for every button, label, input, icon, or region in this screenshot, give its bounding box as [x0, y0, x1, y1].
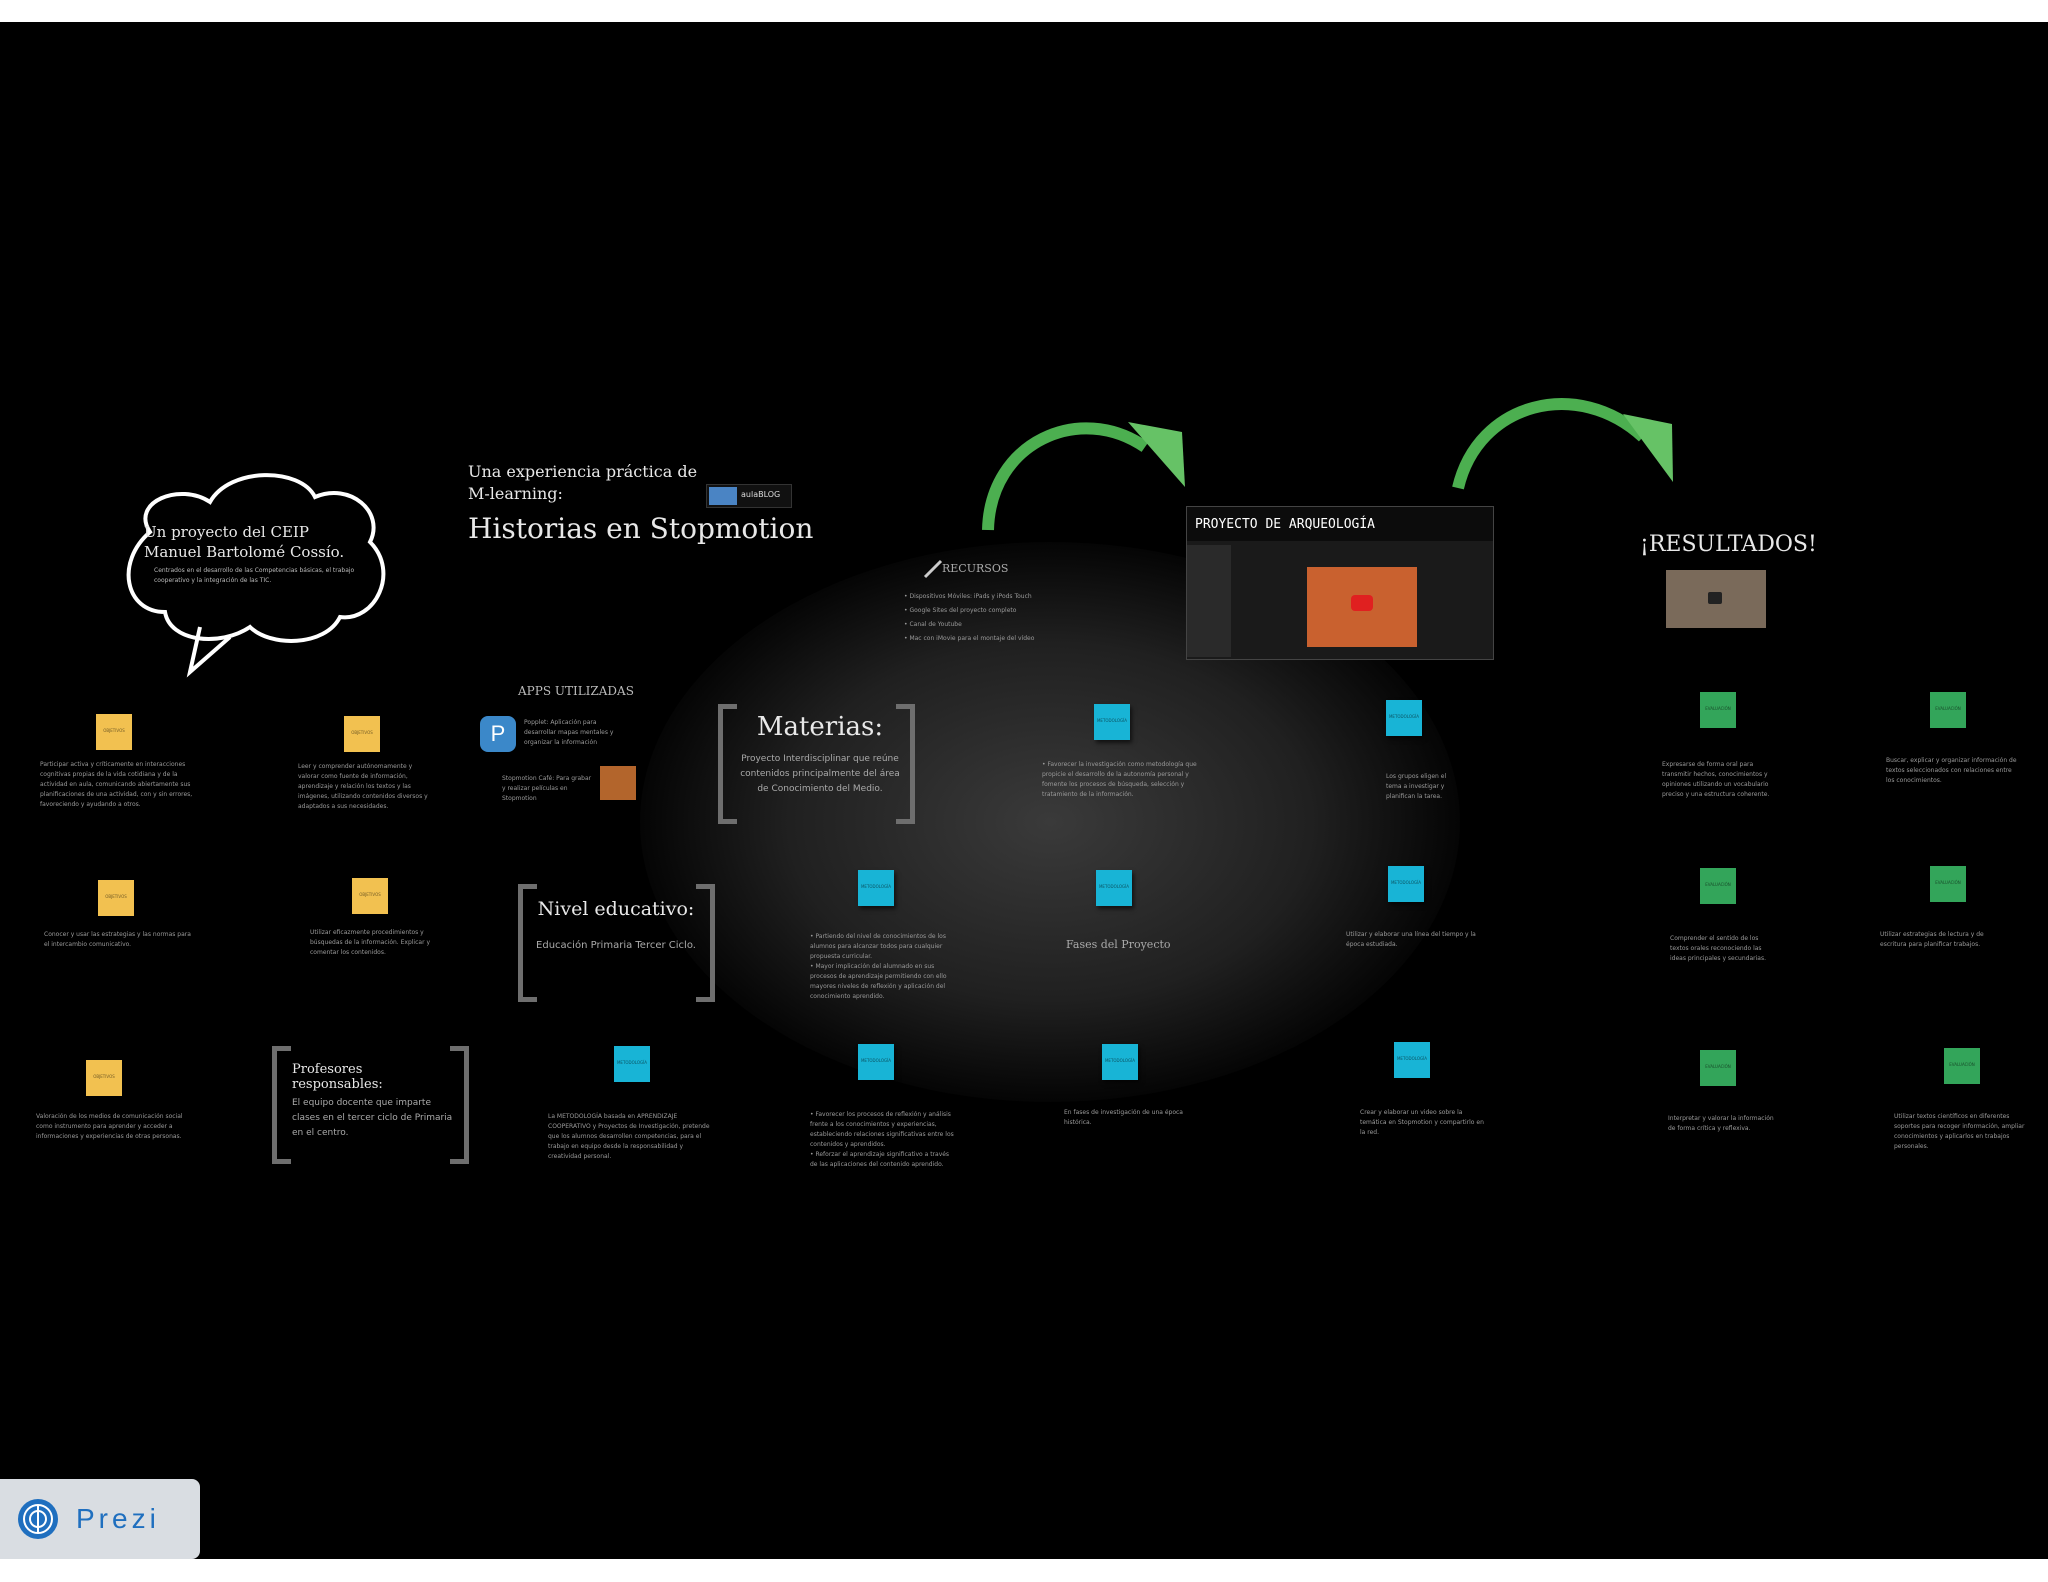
sticky-note-objetivo[interactable]: OBJETIVOS [352, 878, 388, 914]
sticky-note-metodologia[interactable]: METODOLOGÍA [1094, 704, 1130, 740]
text-block: La METODOLOGÍA basada en APRENDIZAJE COO… [548, 1113, 710, 1160]
sticky-note-objetivo[interactable]: OBJETIVOS [98, 880, 134, 916]
recursos-item-3: • Canal de Youtube [904, 621, 962, 628]
materias-body: Proyecto Interdisciplinar que reúne cont… [740, 754, 900, 794]
text-block: • Favorecer la investigación como metodo… [1042, 761, 1197, 798]
text-block: Crear y elaborar un video sobre la temát… [1360, 1109, 1484, 1136]
website-screenshot[interactable]: PROYECTO DE ARQUEOLOGÍA [1186, 506, 1494, 660]
blog-logo[interactable]: aulaBLOG [706, 484, 792, 508]
sticky-note-metodologia[interactable]: METODOLOGÍA [1386, 700, 1422, 736]
resultados-title: ¡RESULTADOS! [1640, 532, 1817, 557]
sticky-note-metodologia[interactable]: METODOLOGÍA [858, 870, 894, 906]
recursos-item-2: • Google Sites del proyecto completo [904, 607, 1017, 614]
sticky-note-metodologia[interactable]: METODOLOGÍA [1394, 1042, 1430, 1078]
prezi-canvas[interactable]: Un proyecto del CEIP Manuel Bartolomé Co… [0, 22, 2048, 1559]
text-block: Participar activa y críticamente en inte… [40, 761, 193, 808]
recursos-title: RECURSOS [942, 562, 1009, 575]
fases-label: Fases del Proyecto [1066, 938, 1171, 951]
text-block: Comprender el sentido de los textos oral… [1670, 935, 1766, 962]
sticky-note-evaluacion[interactable]: EVALUACIÓN [1700, 1050, 1736, 1086]
text-block: En fases de investigación de una época h… [1064, 1109, 1183, 1126]
apps-title: APPS UTILIZADAS [518, 684, 634, 698]
prezi-logo-text: Prezi [76, 1503, 160, 1534]
app1-description: Popplet: Aplicación para desarrollar map… [524, 719, 614, 746]
prezi-logo-icon [18, 1499, 58, 1539]
nivel-title: Nivel educativo: [537, 898, 695, 920]
cloud-subtitle: Centrados en el desarrollo de las Compet… [154, 567, 355, 584]
text-block: Valoración de los medios de comunicación… [36, 1113, 183, 1140]
bracket-left [272, 1046, 291, 1164]
nivel-body: Educación Primaria Tercer Ciclo. [536, 940, 696, 951]
text-block: Utilizar eficazmente procedimientos y bú… [310, 929, 430, 956]
cloud-title: Un proyecto del CEIP Manuel Bartolomé Co… [144, 523, 345, 561]
sticky-note-evaluacion[interactable]: EVALUACIÓN [1930, 866, 1966, 902]
arrow-right-1 [982, 422, 1185, 531]
bracket-right [696, 884, 715, 1002]
intro-line-1: Una experiencia práctica de [468, 462, 698, 481]
website-sidebar [1187, 545, 1231, 657]
bracket-left [518, 884, 537, 1002]
prezi-logo-badge[interactable]: Prezi [0, 1479, 200, 1559]
pencil-icon [923, 559, 943, 579]
sticky-note-metodologia[interactable]: METODOLOGÍA [614, 1046, 650, 1082]
sticky-note-metodologia[interactable]: METODOLOGÍA [1388, 866, 1424, 902]
sticky-note-objetivo[interactable]: OBJETIVOS [96, 714, 132, 750]
materias-title: Materias: [756, 712, 884, 742]
video-thumbnail[interactable] [1307, 567, 1417, 647]
profesores-body: El equipo docente que imparte clases en … [292, 1098, 453, 1138]
text-block: Utilizar y elaborar una línea del tiempo… [1346, 931, 1476, 948]
sticky-note-evaluacion[interactable]: EVALUACIÓN [1944, 1048, 1980, 1084]
text-block: • Partiendo del nivel de conocimientos d… [810, 933, 947, 1000]
sticky-note-objetivo[interactable]: OBJETIVOS [86, 1060, 122, 1096]
sticky-note-objetivo[interactable]: OBJETIVOS [344, 716, 380, 752]
thought-cloud [126, 473, 386, 678]
sticky-note-evaluacion[interactable]: EVALUACIÓN [1700, 692, 1736, 728]
sticky-note-metodologia[interactable]: METODOLOGÍA [1096, 870, 1132, 906]
intro-line-2: M-learning: [468, 484, 563, 503]
text-block: Los grupos eligen el tema a investigar y… [1386, 773, 1447, 800]
text-block: • Favorecer los procesos de reflexión y … [810, 1111, 954, 1168]
page-title: Historias en Stopmotion [468, 512, 814, 545]
popplet-app-icon[interactable]: P [480, 716, 516, 752]
bracket-right [450, 1046, 469, 1164]
text-block: Conocer y usar las estrategias y las nor… [44, 931, 191, 948]
recursos-item-4: • Mac con iMovie para el montaje del víd… [904, 635, 1035, 642]
text-block: Utilizar textos científicos en diferente… [1894, 1113, 2025, 1150]
recursos-item-1: • Dispositivos Móviles: iPads y iPods To… [904, 593, 1032, 600]
arrow-right-2 [1452, 398, 1673, 490]
play-icon[interactable] [1708, 592, 1722, 604]
website-title: PROYECTO DE ARQUEOLOGÍA [1195, 517, 1376, 532]
text-block: Leer y comprender autónomamente y valora… [298, 763, 428, 810]
play-icon[interactable] [1351, 595, 1373, 611]
sticky-note-metodologia[interactable]: METODOLOGÍA [1102, 1044, 1138, 1080]
resultados-video[interactable] [1666, 570, 1766, 628]
text-block: Buscar, explicar y organizar información… [1886, 757, 2017, 784]
sticky-note-evaluacion[interactable]: EVALUACIÓN [1930, 692, 1966, 728]
bracket-left [718, 704, 737, 824]
website-header [1187, 507, 1493, 541]
stopmotion-cafe-app-icon[interactable] [600, 766, 636, 800]
app2-description: Stopmotion Café: Para grabar y realizar … [502, 775, 592, 802]
blog-logo-icon [709, 487, 737, 505]
sticky-note-evaluacion[interactable]: EVALUACIÓN [1700, 868, 1736, 904]
sticky-note-metodologia[interactable]: METODOLOGÍA [858, 1044, 894, 1080]
profesores-title: Profesores responsables: [292, 1062, 383, 1092]
blog-logo-text: aulaBLOG [741, 490, 781, 499]
text-block: Utilizar estrategias de lectura y de esc… [1880, 931, 1984, 948]
bracket-right [896, 704, 915, 824]
text-block: Expresarse de forma oral para transmitir… [1662, 761, 1770, 798]
text-block: Interpretar y valorar la información de … [1668, 1115, 1774, 1132]
